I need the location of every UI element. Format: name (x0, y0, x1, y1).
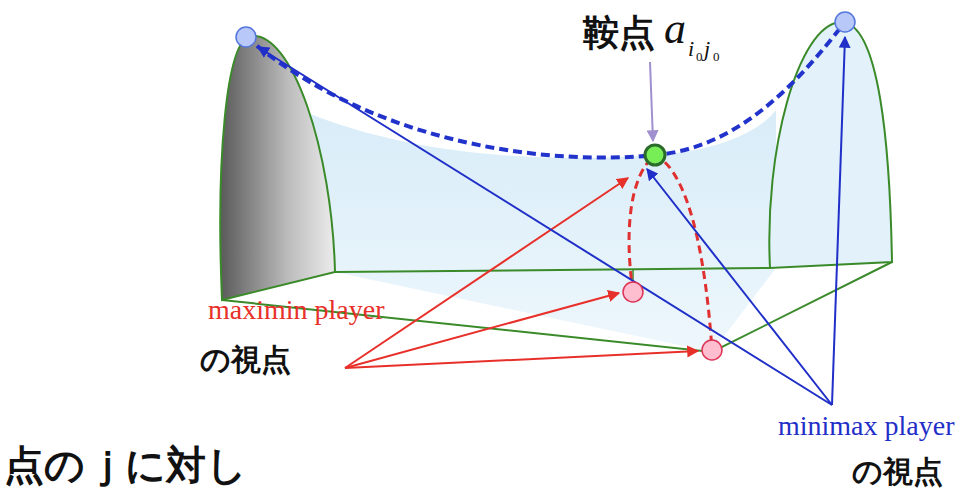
saddle-label: 鞍点 (583, 12, 655, 53)
minimax-curve (246, 22, 845, 158)
max-point (835, 12, 855, 32)
minimax-arrows (258, 37, 845, 405)
player-label: maximin player (208, 294, 385, 326)
math-subscript: i (688, 36, 694, 61)
maximin-curve (629, 155, 712, 350)
left-dome (220, 36, 335, 300)
right-dome (769, 22, 892, 268)
leader-line (650, 62, 653, 141)
min-point (623, 282, 643, 302)
viewpoint-label: の視点 (852, 455, 943, 490)
player-label: minimax player (778, 410, 955, 442)
max-point (236, 27, 256, 47)
min-point (702, 340, 722, 360)
math-subscript: j (704, 36, 710, 61)
body-text: 点のｊに対し (4, 442, 247, 488)
viewpoint-label: の視点 (200, 343, 291, 378)
math-subscript: 0 (713, 50, 720, 65)
math-subscript: 0 (696, 50, 703, 65)
saddle-point (645, 145, 665, 165)
math-symbol: a (664, 4, 686, 55)
maximin-arrows (345, 178, 698, 368)
